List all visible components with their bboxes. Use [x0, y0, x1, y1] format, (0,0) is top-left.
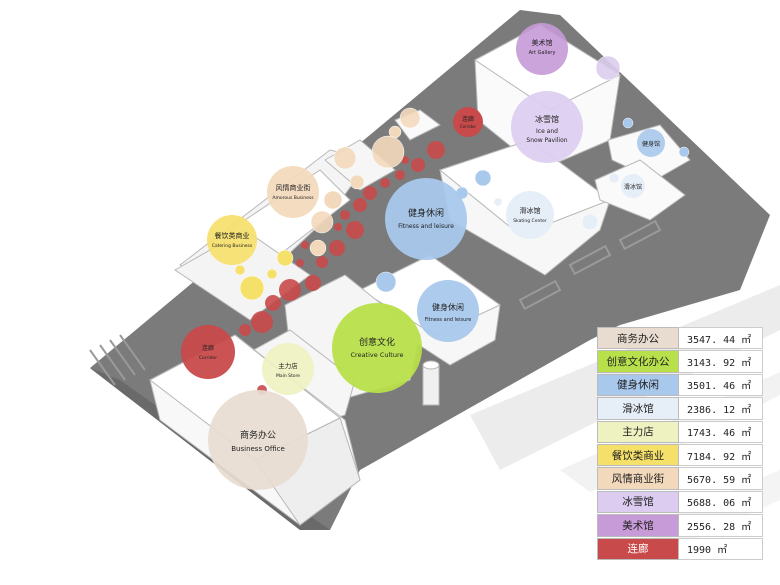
svg-text:滑冰馆: 滑冰馆: [624, 183, 642, 191]
svg-text:Corridor: Corridor: [199, 355, 217, 361]
svg-text:Fitness and leisure: Fitness and leisure: [425, 317, 472, 323]
corridor-dots: [239, 141, 445, 395]
svg-text:风情商业街: 风情商业街: [276, 183, 311, 192]
bubble-fitness-small: 健身馆: [637, 129, 665, 157]
svg-text:Art Gallery: Art Gallery: [529, 50, 556, 56]
bubble-art-gallery: 美术馆 Art Gallery: [516, 23, 568, 75]
bubble-amorous-business: 风情商业街 Amorous Business: [267, 166, 319, 218]
svg-text:健身馆: 健身馆: [642, 140, 660, 148]
svg-text:主力店: 主力店: [278, 361, 298, 370]
svg-text:餐饮类商业: 餐饮类商业: [215, 231, 250, 240]
legend-label: 连廊: [597, 537, 679, 560]
svg-text:Business Office: Business Office: [231, 445, 285, 453]
bubble-corridor-top: 连廊 Corridor: [453, 107, 483, 137]
svg-text:健身休闲: 健身休闲: [408, 207, 444, 219]
legend-label: 冰雪馆: [597, 490, 679, 514]
legend-label: 创意文化办公: [597, 350, 679, 373]
bubble-creative-culture: 创意文化 Creative Culture: [332, 303, 422, 393]
svg-text:Corridor: Corridor: [460, 124, 477, 129]
bubble-main-store: 主力店 Main Store: [262, 343, 314, 395]
legend-value: 2386. 12 ㎡: [679, 397, 763, 420]
legend-label: 主力店: [597, 420, 679, 443]
bubble-ice-snow-pavilion: 冰雪馆 Ice and Snow Pavilion: [511, 91, 583, 163]
bubble-business-office: 商务办公 Business Office: [208, 390, 308, 490]
legend-label: 美术馆: [597, 514, 679, 537]
svg-text:Creative Culture: Creative Culture: [351, 351, 404, 359]
bubble-skating-center: 滑冰馆 Skating Center: [506, 191, 554, 239]
bubble-catering-business: 餐饮类商业 Catering Business: [207, 215, 257, 265]
svg-text:商务办公: 商务办公: [240, 429, 276, 441]
legend-value: 1743. 46 ㎡: [679, 420, 763, 443]
svg-text:Main Store: Main Store: [276, 373, 300, 379]
svg-text:滑冰馆: 滑冰馆: [520, 206, 541, 215]
legend-value: 7184. 92 ㎡: [679, 443, 763, 467]
svg-text:健身休闲: 健身休闲: [432, 302, 464, 312]
bubble-fitness-mid: 健身休闲 Fitness and leisure: [417, 280, 479, 342]
legend-label: 餐饮类商业: [597, 443, 679, 467]
svg-text:Ice and: Ice and: [536, 128, 558, 135]
svg-text:创意文化: 创意文化: [359, 336, 395, 348]
svg-text:Skating Center: Skating Center: [513, 218, 547, 224]
svg-text:连廊: 连廊: [202, 344, 214, 352]
legend-value: 3143. 92 ㎡: [679, 350, 763, 373]
legend-label: 滑冰馆: [597, 397, 679, 420]
road-markings: [89, 219, 662, 386]
small-bubbles: [234, 55, 690, 301]
svg-text:Snow Pavilion: Snow Pavilion: [526, 137, 567, 144]
svg-text:连廊: 连廊: [462, 115, 474, 123]
bubble-fitness-big: 健身休闲 Fitness and leisure: [385, 178, 467, 260]
legend-value: 5670. 59 ㎡: [679, 467, 763, 490]
bubble-skating-small: 滑冰馆: [621, 174, 645, 198]
bubble-corridor-left: 连廊 Corridor: [181, 325, 235, 379]
legend-value: 1990 ㎡: [679, 537, 763, 560]
svg-text:冰雪馆: 冰雪馆: [535, 114, 559, 124]
legend-value: 3547. 44 ㎡: [679, 327, 763, 350]
svg-text:Amorous Business: Amorous Business: [272, 195, 314, 201]
svg-text:美术馆: 美术馆: [532, 38, 553, 47]
legend-value: 5688. 06 ㎡: [679, 490, 763, 514]
legend-label: 商务办公: [597, 327, 679, 350]
legend-value: 3501. 46 ㎡: [679, 373, 763, 397]
svg-text:Fitness and leisure: Fitness and leisure: [398, 223, 454, 230]
legend-label: 风情商业街: [597, 467, 679, 490]
svg-text:Catering Business: Catering Business: [212, 243, 253, 249]
legend-value: 2556. 28 ㎡: [679, 514, 763, 537]
legend-label: 健身休闲: [597, 373, 679, 397]
